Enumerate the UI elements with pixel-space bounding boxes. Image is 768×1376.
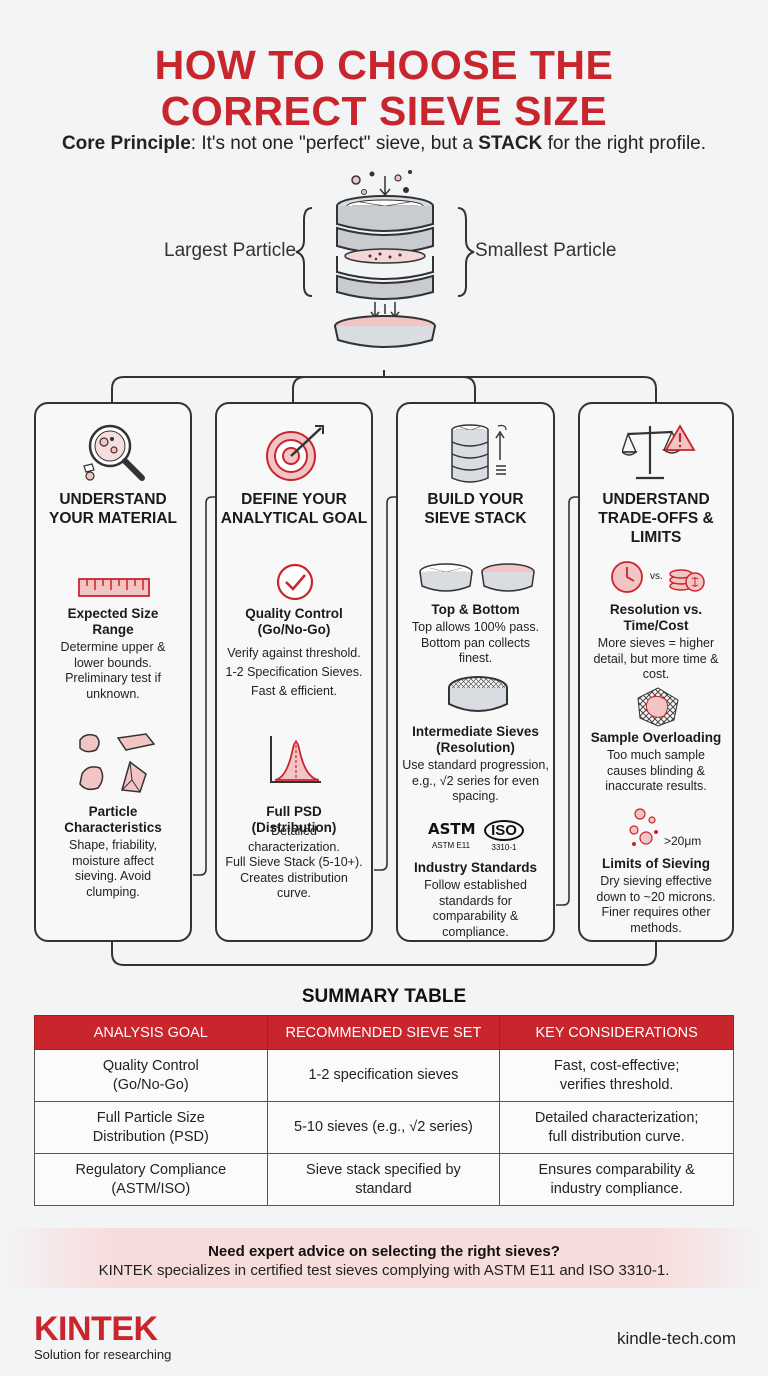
- sample-overloading-text: Too much sample causes blinding & inaccu…: [605, 748, 707, 793]
- full-psd-title: Full PSD (Distribution): [251, 804, 337, 835]
- table-cell: Fast, cost-effective; verifies threshold…: [499, 1049, 734, 1102]
- top-bottom-title: Top & Bottom: [431, 602, 520, 617]
- size-tag: >20μm: [664, 834, 702, 848]
- coins-icon: [669, 569, 705, 592]
- advice-answer: KINTEK specializes in certified test sie…: [98, 1262, 670, 1279]
- magnifier-particles-icon: [83, 424, 145, 481]
- balance-warning-icon: [622, 424, 696, 480]
- clock-icon: [611, 561, 643, 593]
- limits-of-sieving-title: Limits of Sieving: [601, 856, 710, 871]
- quality-control-text: Verify against threshold. 1-2 Specificat…: [225, 646, 363, 698]
- smallest-particle-label: Smallest Particle: [475, 240, 617, 261]
- principle-label: Core Principle: [61, 133, 191, 154]
- header-recommended-set: RECOMMENDED SIEVE SET: [266, 1015, 501, 1050]
- header-analysis-goal: ANALYSIS GOAL: [34, 1015, 268, 1050]
- resolution-time-title: Resolution vs. Time/Cost: [609, 602, 703, 633]
- card-3-title: BUILD YOUR SIEVE STACK: [424, 491, 527, 527]
- principle-text-a: : It's not one "perfect" sieve, but a: [190, 133, 479, 154]
- check-circle-icon: [276, 563, 314, 601]
- card-define-goal: DEFINE YOUR ANALYTICAL GOAL Quality Cont…: [215, 402, 373, 942]
- fine-particles-icon: [629, 808, 658, 846]
- astm-logo: ASTM ASTM E11: [428, 820, 476, 858]
- astm-logo-text: ASTM: [428, 820, 476, 838]
- particle-characteristics-text: Shape, friability, moisture affect sievi…: [68, 838, 157, 899]
- card-build-stack: BUILD YOUR SIEVE STACK Top & Bottom Top …: [396, 402, 555, 942]
- page-title-line-2: CORRECT SIEVE SIZE: [160, 88, 608, 134]
- vs-label: vs.: [650, 571, 663, 582]
- intermediate-sieves-title: Intermediate Sieves (Resolution): [412, 724, 539, 755]
- expected-size-range-title: Expected Size Range: [67, 606, 159, 637]
- largest-particle-label: Largest Particle: [164, 240, 297, 261]
- table-header-row: ANALYSIS GOAL RECOMMENDED SIEVE SET KEY …: [34, 1015, 734, 1050]
- table-cell: Regulatory Compliance (ASTM/ISO): [34, 1153, 268, 1206]
- table-row: Regulatory Compliance (ASTM/ISO) Sieve s…: [34, 1153, 734, 1206]
- expected-size-range-text: Determine upper & lower bounds. Prelimin…: [60, 640, 166, 701]
- industry-standards-text: Follow established standards for compara…: [424, 878, 527, 939]
- table-cell: Sieve stack specified by standard: [266, 1153, 501, 1206]
- iso-logo-sub: 3310-1: [491, 843, 517, 852]
- table-cell: Detailed characterization; full distribu…: [499, 1101, 734, 1154]
- table-cell: 5-10 sieves (e.g., √2 series): [266, 1101, 501, 1154]
- particle-characteristics-title: Particle Characteristics: [64, 804, 162, 835]
- sieve-and-pan-icon: [419, 563, 535, 592]
- target-icon: [266, 425, 324, 481]
- table-cell: 1-2 specification sieves: [266, 1049, 501, 1102]
- overloaded-mesh-icon: [637, 687, 679, 727]
- table-row: Quality Control (Go/No-Go) 1-2 specifica…: [34, 1049, 734, 1102]
- table-row: Full Particle Size Distribution (PSD) 5-…: [34, 1101, 734, 1154]
- page-title-line-1: HOW TO CHOOSE THE: [154, 42, 614, 88]
- resolution-time-text: More sieves = higher detail, but more ti…: [593, 636, 719, 681]
- card-understand-material: UNDERSTAND YOUR MATERIAL Expected Size R…: [34, 402, 192, 942]
- table-cell: Full Particle Size Distribution (PSD): [34, 1101, 268, 1154]
- connector-lines: [111, 370, 657, 966]
- table-cell: Ensures comparability & industry complia…: [499, 1153, 734, 1206]
- header-key-considerations: KEY CONSIDERATIONS: [499, 1015, 734, 1050]
- limits-of-sieving-text: Dry sieving effective down to ~20 micron…: [596, 874, 716, 935]
- mesh-sieve-icon: [448, 676, 508, 712]
- quality-control-title: Quality Control (Go/No-Go): [245, 606, 343, 637]
- kintek-logo[interactable]: KINTEK: [34, 1310, 158, 1348]
- website-link[interactable]: kindle-tech.com: [616, 1329, 736, 1348]
- iso-logo-text: ISO: [484, 820, 524, 841]
- summary-table-title: SUMMARY TABLE: [301, 986, 467, 1007]
- astm-logo-sub: ASTM E11: [431, 841, 471, 850]
- advice-question: Need expert advice on selecting the righ…: [208, 1243, 560, 1260]
- sieve-stack-illustration: [295, 170, 475, 348]
- full-psd-text: Detailed characterization. Full Sieve St…: [225, 824, 363, 900]
- advice-band: [0, 1228, 768, 1288]
- sieve-stack-icon: [451, 424, 507, 483]
- logo-tagline: Solution for researching: [34, 1347, 172, 1362]
- industry-standards-title: Industry Standards: [413, 860, 538, 875]
- particle-shapes-icon: [79, 733, 156, 793]
- top-bottom-text: Top allows 100% pass. Bottom pan collect…: [411, 620, 540, 665]
- ruler-icon: [78, 578, 150, 597]
- iso-logo: ISO 3310-1: [484, 820, 524, 858]
- card-1-title: UNDERSTAND YOUR MATERIAL: [48, 491, 177, 527]
- card-2-title: DEFINE YOUR ANALYTICAL GOAL: [220, 491, 368, 527]
- card-tradeoffs: UNDERSTAND TRADE-OFFS & LIMITS vs. Resol…: [578, 402, 734, 942]
- card-4-title: UNDERSTAND TRADE-OFFS & LIMITS: [598, 491, 714, 546]
- summary-table: ANALYSIS GOAL RECOMMENDED SIEVE SET KEY …: [34, 1015, 734, 1206]
- principle-text-b: for the right profile.: [542, 133, 707, 154]
- sample-overloading-title: Sample Overloading: [590, 730, 722, 745]
- core-principle: Core Principle: It's not one "perfect" s…: [0, 133, 768, 155]
- table-cell: Quality Control (Go/No-Go): [34, 1049, 268, 1102]
- principle-bold: STACK: [478, 133, 543, 154]
- distribution-curve-icon: [270, 736, 321, 783]
- intermediate-sieves-text: Use standard progression, e.g., √2 serie…: [402, 758, 549, 803]
